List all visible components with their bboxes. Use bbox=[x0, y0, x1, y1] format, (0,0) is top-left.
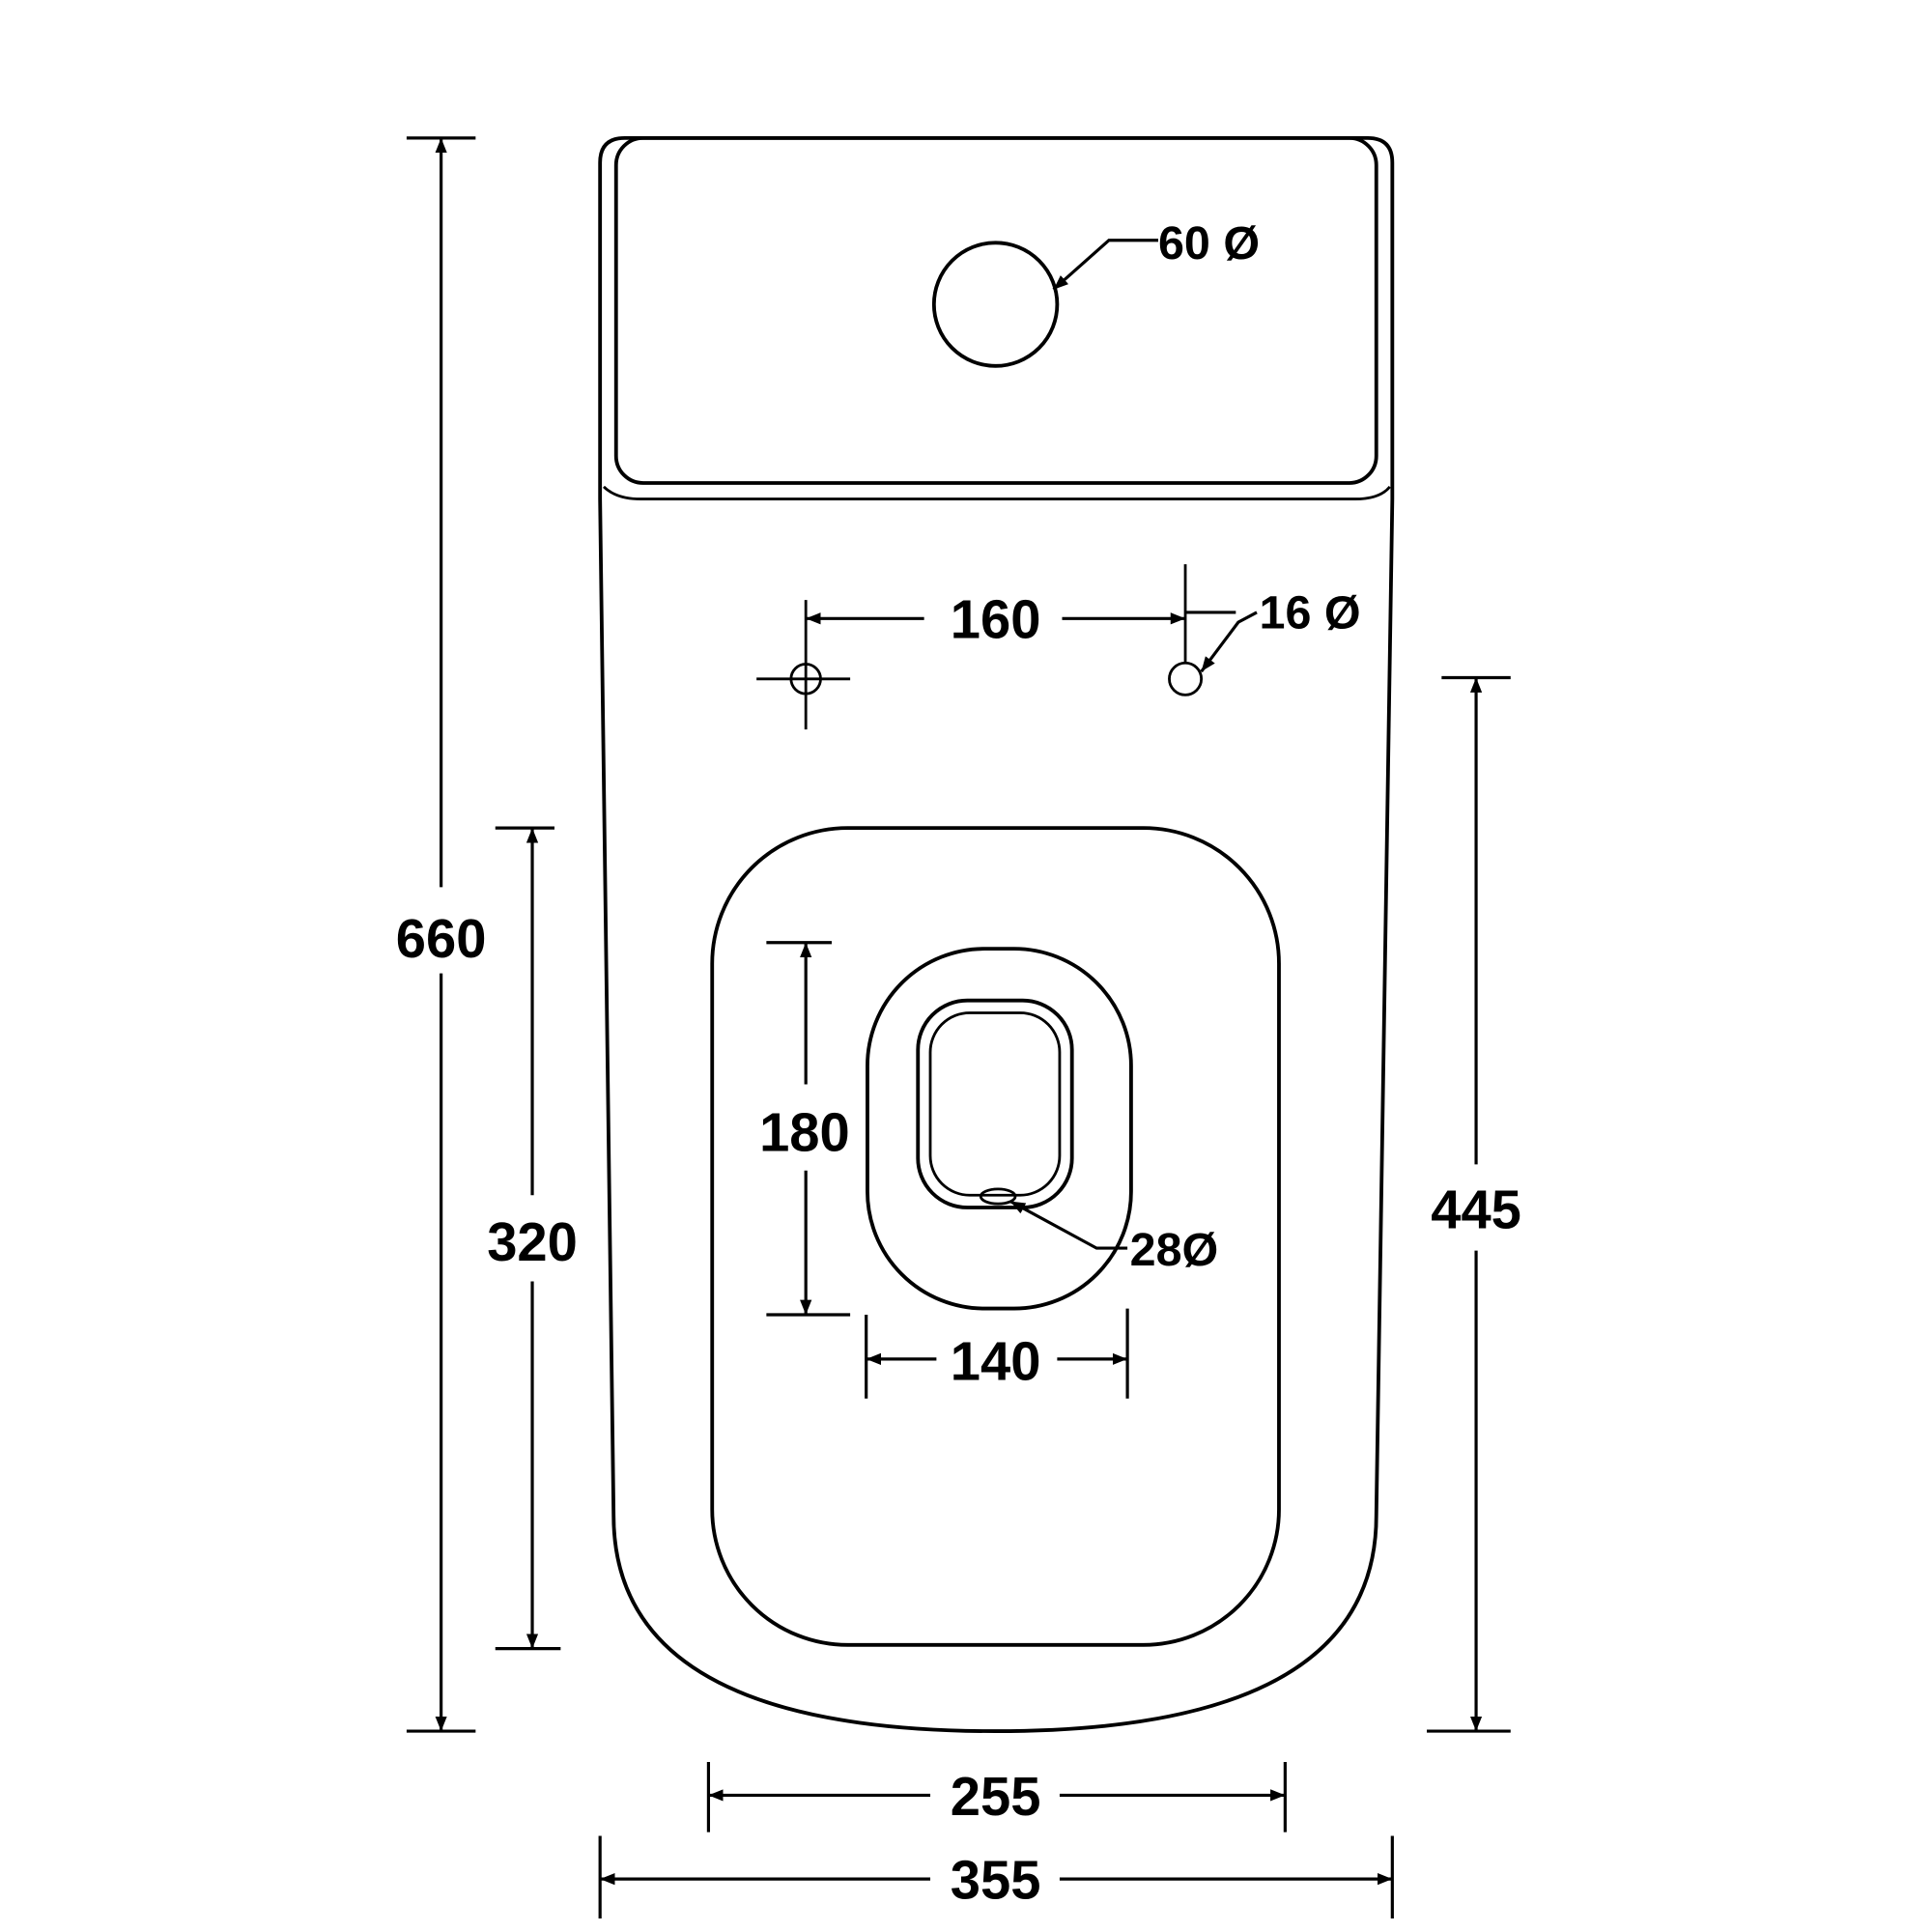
fixing-spacing-label: 160 bbox=[951, 589, 1041, 650]
bowl-width-label: 140 bbox=[951, 1331, 1041, 1392]
outlet-diameter-label: 28Ø bbox=[1130, 1224, 1219, 1276]
fixing-hole-leader bbox=[1200, 611, 1258, 673]
overall-height-label: 660 bbox=[396, 908, 487, 969]
outlet-hole bbox=[979, 1187, 1017, 1206]
seat-width-label: 255 bbox=[951, 1766, 1041, 1827]
overall-width-label: 355 bbox=[951, 1850, 1041, 1911]
fixing-hole-diameter-label: 16 Ø bbox=[1260, 587, 1361, 639]
flush-button-leader bbox=[1052, 239, 1158, 291]
body-outline bbox=[598, 135, 1395, 1734]
bowl-height-label: 180 bbox=[759, 1101, 850, 1162]
bowl-rim bbox=[866, 947, 1133, 1311]
outlet-leader bbox=[1009, 1200, 1128, 1250]
seat-depth-label: 320 bbox=[487, 1211, 578, 1272]
outlet-distance-label: 445 bbox=[1431, 1179, 1521, 1240]
fixing-hole-right bbox=[1168, 564, 1204, 696]
cistern-lid bbox=[613, 135, 1378, 485]
cistern-edge bbox=[603, 485, 1391, 500]
seat-outline bbox=[710, 826, 1281, 1647]
flush-button-diameter-label: 60 Ø bbox=[1158, 217, 1260, 270]
bowl-opening bbox=[916, 998, 1074, 1209]
bowl-opening-inner bbox=[928, 1011, 1062, 1197]
flush-button-circle bbox=[931, 241, 1060, 368]
